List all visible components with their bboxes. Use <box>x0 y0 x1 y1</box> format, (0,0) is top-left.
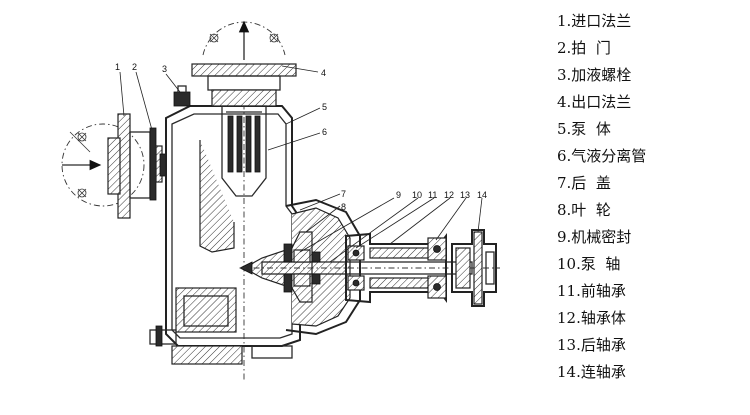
callout-5: 5 <box>322 102 327 112</box>
legend-item-rear-cover: 7.后 盖 <box>557 174 611 192</box>
callout-11: 11 <box>428 190 437 200</box>
legend-item-front-bearing: 11.前轴承 <box>557 282 626 300</box>
legend-item-coupling: 14.连轴承 <box>557 363 626 381</box>
flap-valve <box>149 127 167 201</box>
legend-item-separator: 6.气液分离管 <box>557 147 647 165</box>
legend-item-impeller: 8.叶 轮 <box>557 201 611 219</box>
pump-body <box>149 90 301 380</box>
parts-legend: 1.进口法兰 2.拍 门 3.加液螺栓 4.出口法兰 5.泵 体 6.气液分离管… <box>557 8 747 386</box>
leader-lines <box>119 65 483 263</box>
callout-12: 12 <box>444 190 454 200</box>
legend-item-outlet-flange: 4.出口法兰 <box>557 93 632 111</box>
gas-liquid-separator <box>221 105 267 197</box>
callout-1: 1 <box>115 62 120 72</box>
legend-item-pump-shaft: 10.泵 轴 <box>557 255 621 273</box>
inlet-flange <box>107 113 151 219</box>
legend-item-flap-valve: 2.拍 门 <box>557 39 611 57</box>
outlet-flange <box>191 63 297 107</box>
impeller <box>239 231 313 303</box>
mechanical-seal <box>283 243 321 293</box>
callout-6: 6 <box>322 127 327 137</box>
legend-item-rear-bearing: 13.后轴承 <box>557 336 626 354</box>
callout-14: 14 <box>477 190 487 200</box>
filling-bolt <box>173 85 191 107</box>
legend-item-mechanical-seal: 9.机械密封 <box>557 228 632 246</box>
callout-7: 7 <box>341 189 346 199</box>
callout-4: 4 <box>321 68 326 78</box>
callout-8: 8 <box>341 202 346 212</box>
callout-13: 13 <box>460 190 470 200</box>
legend-item-bearing-body: 12.轴承体 <box>557 309 626 327</box>
coupling <box>451 229 497 307</box>
callout-2: 2 <box>132 62 137 72</box>
legend-item-inlet-flange: 1.进口法兰 <box>557 12 632 30</box>
legend-item-pump-body: 5.泵 体 <box>557 120 611 138</box>
callout-3: 3 <box>162 64 167 74</box>
outlet-bolt-circle <box>202 20 286 60</box>
callout-9: 9 <box>396 190 401 200</box>
front-bearing <box>347 245 365 291</box>
callout-10: 10 <box>412 190 422 200</box>
legend-item-filling-bolt: 3.加液螺栓 <box>557 66 632 84</box>
inlet-bolt-circle <box>61 123 145 207</box>
pump-cross-section-drawing: 1 2 3 4 5 6 7 8 9 10 11 12 13 14 <box>61 20 500 380</box>
